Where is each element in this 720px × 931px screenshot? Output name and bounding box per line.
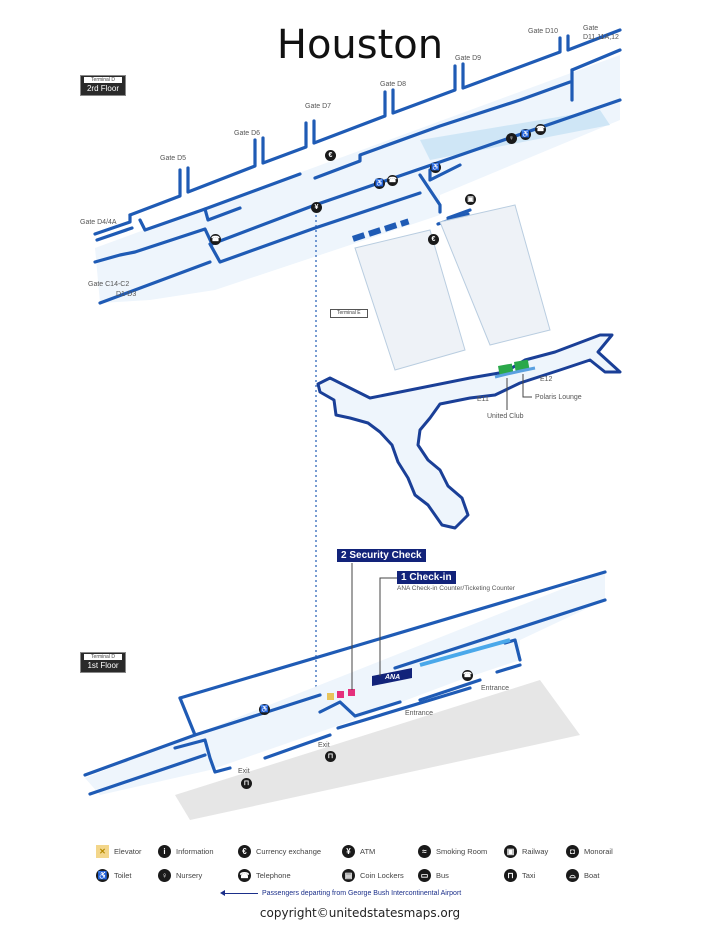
- callout-security-check: 2 Security Check: [337, 549, 426, 562]
- label-e12: E12: [540, 376, 553, 383]
- atm-icon: ¥: [311, 202, 322, 213]
- gate-label-d11: Gate: [583, 25, 599, 32]
- legend-item-currency: €Currency exchange: [238, 845, 321, 858]
- monorail-icon: ◘: [566, 845, 579, 858]
- terminal-e-concourse: [316, 333, 622, 530]
- currency-exchange-icon: €: [238, 845, 251, 858]
- ground-apron: [175, 680, 580, 820]
- atm-icon: ¥: [342, 845, 355, 858]
- taxi-icon: ⊓: [325, 751, 336, 762]
- coin-lockers-icon: ▤: [342, 869, 355, 882]
- walkway-dashes: [352, 218, 410, 242]
- legend-item-telephone: ☎Telephone: [238, 869, 291, 882]
- railway-icon: ▣: [504, 845, 517, 858]
- toilet-icon: ♿: [96, 869, 109, 882]
- toilet-icon: ♿: [259, 704, 270, 715]
- callout-check-in-sub: ANA Check-in Counter/Ticketing Counter: [397, 585, 515, 592]
- gate-label-d5: Gate D5: [160, 155, 187, 162]
- telephone-icon: ☎: [238, 869, 251, 882]
- railway-icon: ▣: [465, 194, 476, 205]
- elevator-icon: ✕: [96, 845, 109, 858]
- copyright: copyright©unitedstatesmaps.org: [259, 906, 461, 920]
- label-entrance-2: Entrance: [405, 710, 434, 717]
- terminal-e-tag: Terminal E: [330, 309, 368, 318]
- lower-concourse: [83, 570, 607, 796]
- legend-item-atm: ¥ATM: [342, 845, 375, 858]
- gate-label-d9: Gate D9: [455, 55, 482, 62]
- security-gates: [327, 689, 355, 700]
- callout-check-in: 1 Check-in: [397, 571, 456, 584]
- upper-concourse: [93, 28, 622, 305]
- gate-label-d1: D1-D3: [116, 291, 137, 298]
- taxi-icon: ⊓: [504, 869, 517, 882]
- information-icon: i: [158, 845, 171, 858]
- floor-badge-upper: Terminal D 2rd Floor: [80, 75, 126, 96]
- gate-label-d7: Gate D7: [305, 103, 332, 110]
- legend-item-monorail: ◘Monorail: [566, 845, 613, 858]
- legend-item-taxi: ⊓Taxi: [504, 869, 535, 882]
- floor-badge-lower: Terminal D 1st Floor: [80, 652, 126, 673]
- map-title: Houston: [276, 22, 444, 68]
- telephone-icon: ☎: [462, 670, 473, 681]
- smoking-room-icon: ≈: [418, 845, 431, 858]
- telephone-icon: ☎: [535, 124, 546, 135]
- label-entrance-1: Entrance: [481, 685, 510, 692]
- legend-item-toilet: ♿Toilet: [96, 869, 132, 882]
- label-e11: E11: [477, 396, 489, 403]
- label-exit-1: Exit: [318, 742, 330, 749]
- ana-logo: ANA: [385, 674, 401, 681]
- legend-item-bus: ▭Bus: [418, 869, 449, 882]
- currency-exchange-icon: €: [325, 150, 336, 161]
- legend-item-boat: ⌓Boat: [566, 869, 599, 882]
- terminal-e-building: [354, 204, 551, 371]
- nursery-icon: ♀: [506, 133, 517, 144]
- toilet-icon: ♿: [430, 162, 441, 173]
- departure-note: Passengers departing from George Bush In…: [220, 890, 461, 897]
- legend-item-coin-lockers: ▤Coin Lockers: [342, 869, 404, 882]
- boat-icon: ⌓: [566, 869, 579, 882]
- lounges: [494, 359, 536, 379]
- toilet-icon: ♿: [374, 178, 385, 189]
- telephone-icon: ☎: [387, 175, 398, 186]
- gate-label-d10: Gate D10: [528, 28, 558, 35]
- legend-item-elevator: ✕Elevator: [96, 845, 142, 858]
- label-united-club: United Club: [487, 413, 524, 420]
- label-exit-2: Exit: [238, 768, 250, 775]
- currency-exchange-icon: €: [428, 234, 439, 245]
- gate-label-c14: Gate C14-C2: [88, 281, 130, 288]
- taxi-icon: ⊓: [241, 778, 252, 789]
- bus-icon: ▭: [418, 869, 431, 882]
- gate-label-d8: Gate D8: [380, 81, 407, 88]
- gate-label-d4: Gate D4/4A: [80, 219, 117, 226]
- telephone-icon: ☎: [210, 234, 221, 245]
- label-polaris-lounge: Polaris Lounge: [535, 394, 582, 401]
- gate-label-d11-sub: D11,11A,12: [583, 34, 619, 41]
- toilet-icon: ♿: [520, 129, 531, 140]
- legend-item-smoking: ≈Smoking Room: [418, 845, 487, 858]
- gate-label-d6: Gate D6: [234, 130, 261, 137]
- legend-item-railway: ▣Railway: [504, 845, 548, 858]
- nursery-icon: ♀: [158, 869, 171, 882]
- arrow-left-icon: [220, 890, 258, 896]
- legend-item-nursery: ♀Nursery: [158, 869, 202, 882]
- ana-counter: [372, 668, 412, 686]
